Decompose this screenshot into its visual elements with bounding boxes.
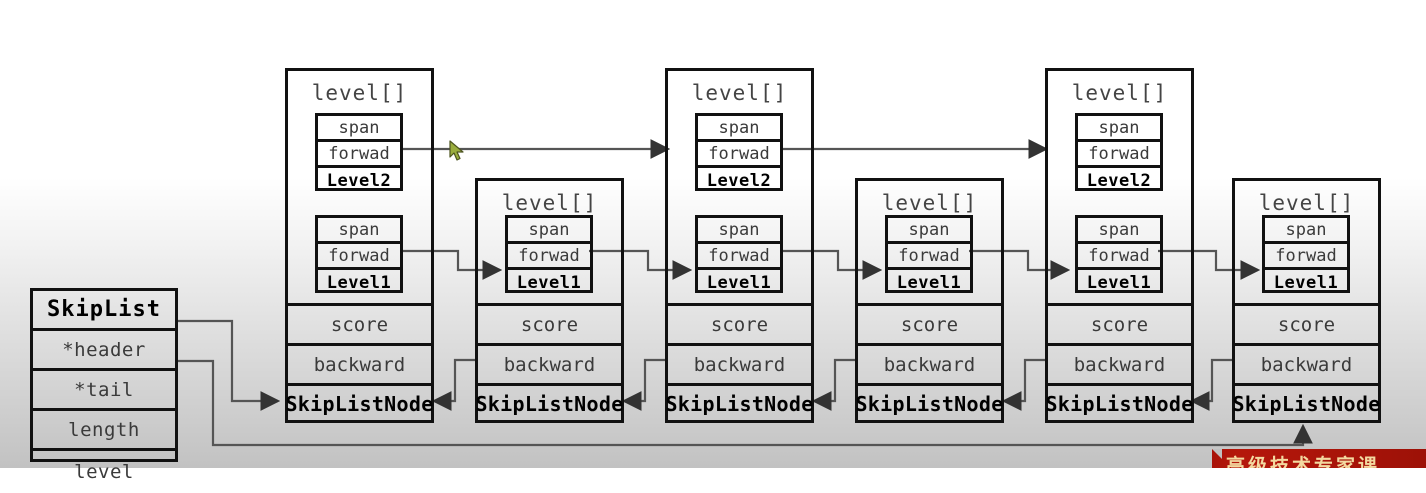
skiplist-field-length: length (33, 411, 175, 451)
node-1-levels-container: level[] span forwad Level2 span forwad L… (288, 71, 431, 293)
node-3-level2-forward: forwad (698, 142, 780, 168)
node-1-level2-box: span forwad Level2 (315, 113, 403, 191)
node-6-backward: backward (1235, 343, 1378, 383)
node-6-score: score (1235, 303, 1378, 343)
banner-label: 高级技术专家课 (1226, 455, 1381, 468)
node-3-type: SkipListNode (665, 383, 813, 422)
skiplist-node-1: level[] span forwad Level2 span forwad L… (285, 68, 434, 423)
node-1-level2-forward: forwad (318, 142, 400, 168)
diagram-canvas: SkipList *header *tail length level leve… (30, 68, 1426, 483)
node-2-type: SkipListNode (475, 383, 623, 422)
node-4-levels-label: level[] (881, 191, 978, 215)
node-4-score: score (858, 303, 1001, 343)
node-4-type: SkipListNode (855, 383, 1003, 422)
node-2-levels-label: level[] (501, 191, 598, 215)
node-2-score: score (478, 303, 621, 343)
node-3-score: score (668, 303, 811, 343)
skiplist-node-5: level[] span forwad Level2 span forwad L… (1045, 68, 1194, 423)
node-3-level1-name: Level1 (706, 273, 772, 293)
skiplist-node-6: level[] span forwad Level1 score backwar… (1232, 178, 1381, 423)
node-6-levels-label: level[] (1258, 191, 1355, 215)
node-5-level1-span: span (1078, 218, 1160, 244)
node-3-backward: backward (668, 343, 811, 383)
node-3-level2-name: Level2 (706, 171, 772, 191)
node-6-level1-box: span forwad Level1 (1262, 215, 1350, 293)
skiplist-node-2: level[] span forwad Level1 score backwar… (475, 178, 624, 423)
node-3-level2-span: span (698, 116, 780, 142)
node-2-level1-span: span (508, 218, 590, 244)
node-5-level1-box: span forwad Level1 (1075, 215, 1163, 293)
skiplist-field-level: level (74, 461, 134, 483)
node-4-backward: backward (858, 343, 1001, 383)
node-6-level1-forward: forwad (1265, 244, 1347, 270)
node-2-backward: backward (478, 343, 621, 383)
node-3-level1-box: span forwad Level1 (695, 215, 783, 293)
node-6-level1-name: Level1 (1273, 273, 1339, 293)
node-5-level1-name: Level1 (1086, 273, 1152, 293)
node-3-level1-forward: forwad (698, 244, 780, 270)
node-5-levels-container: level[] span forwad Level2 span forwad L… (1048, 71, 1191, 293)
node-1-backward: backward (288, 343, 431, 383)
node-2-levels-container: level[] span forwad Level1 (478, 181, 621, 293)
node-6-levels-container: level[] span forwad Level1 (1235, 181, 1378, 293)
node-1-level1-forward: forwad (318, 244, 400, 270)
node-1-level1-name: Level1 (326, 273, 392, 293)
bottom-banner: 高级技术专家课 (1212, 449, 1426, 468)
node-5-level2-forward: forwad (1078, 142, 1160, 168)
skiplist-node-4: level[] span forwad Level1 score backwar… (855, 178, 1004, 423)
node-4-level1-box: span forwad Level1 (885, 215, 973, 293)
node-3-level1-span: span (698, 218, 780, 244)
node-5-level2-box: span forwad Level2 (1075, 113, 1163, 191)
node-3-levels-container: level[] span forwad Level2 span forwad L… (668, 71, 811, 293)
node-1-level1-span: span (318, 218, 400, 244)
node-5-score: score (1048, 303, 1191, 343)
skiplist-field-tail: *tail (33, 371, 175, 411)
skiplist-node-3: level[] span forwad Level2 span forwad L… (665, 68, 814, 423)
node-4-level1-span: span (888, 218, 970, 244)
skiplist-struct: SkipList *header *tail length level (30, 288, 178, 483)
banner-corner-notch (1212, 449, 1222, 459)
node-1-score: score (288, 303, 431, 343)
node-4-levels-container: level[] span forwad Level1 (858, 181, 1001, 293)
node-3-level2-box: span forwad Level2 (695, 113, 783, 191)
node-1-type: SkipListNode (285, 383, 433, 422)
node-4-level1-forward: forwad (888, 244, 970, 270)
node-2-level1-box: span forwad Level1 (505, 215, 593, 293)
skiplist-field-header: *header (33, 331, 175, 371)
node-5-levels-label: level[] (1071, 81, 1168, 105)
node-1-levels-label: level[] (311, 81, 408, 105)
node-5-level2-span: span (1078, 116, 1160, 142)
node-6-level1-span: span (1265, 218, 1347, 244)
node-2-level1-forward: forwad (508, 244, 590, 270)
node-2-level1-name: Level1 (516, 273, 582, 293)
node-5-level2-name: Level2 (1086, 171, 1152, 191)
node-5-level1-forward: forwad (1078, 244, 1160, 270)
node-4-level1-name: Level1 (896, 273, 962, 293)
node-5-backward: backward (1048, 343, 1191, 383)
node-1-level2-span: span (318, 116, 400, 142)
node-1-level1-box: span forwad Level1 (315, 215, 403, 293)
node-1-level2-name: Level2 (326, 171, 392, 191)
node-3-levels-label: level[] (691, 81, 788, 105)
node-5-type: SkipListNode (1045, 383, 1193, 422)
skiplist-struct-title: SkipList (33, 291, 175, 331)
node-6-type: SkipListNode (1232, 383, 1380, 422)
mouse-pointer-icon (449, 140, 467, 162)
